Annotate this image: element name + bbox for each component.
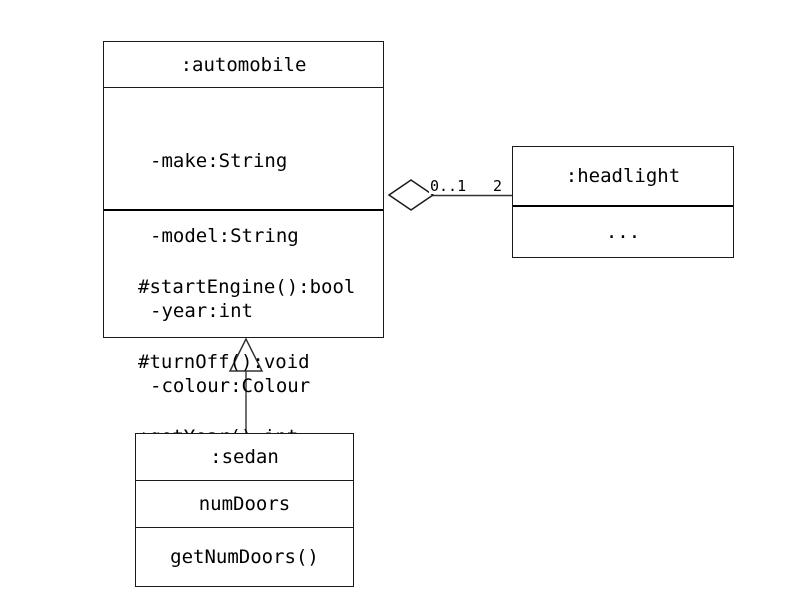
method-row: #turnOff():void	[138, 351, 310, 373]
automobile-class-name: :automobile	[104, 42, 383, 88]
aggregation-diamond-icon	[387, 179, 435, 211]
sedan-attribute: numDoors	[136, 481, 353, 528]
headlight-body-ellipsis: ...	[605, 221, 641, 243]
method-row: #startEngine():bool	[138, 276, 356, 298]
class-box-sedan: :sedan numDoors getNumDoors()	[135, 433, 354, 587]
attribute-row: -model:String	[150, 225, 299, 247]
sedan-class-name: :sedan	[136, 434, 353, 481]
headlight-class-name: :headlight	[513, 147, 733, 207]
attribute-row: -colour:Colour	[150, 375, 311, 397]
class-box-automobile: :automobile -make:String -model:String -…	[103, 41, 384, 523]
multiplicity-label-near-headlight: 2	[492, 177, 504, 195]
attribute-row: -make:String	[150, 150, 288, 172]
class-box-headlight: :headlight ...	[512, 146, 734, 258]
attribute-row: -year:int	[150, 300, 253, 322]
multiplicity-label-near-automobile: 0..1	[429, 177, 468, 195]
automobile-attributes-compartment: -make:String -model:String -year:int -co…	[104, 88, 383, 397]
sedan-method: getNumDoors()	[170, 546, 319, 568]
